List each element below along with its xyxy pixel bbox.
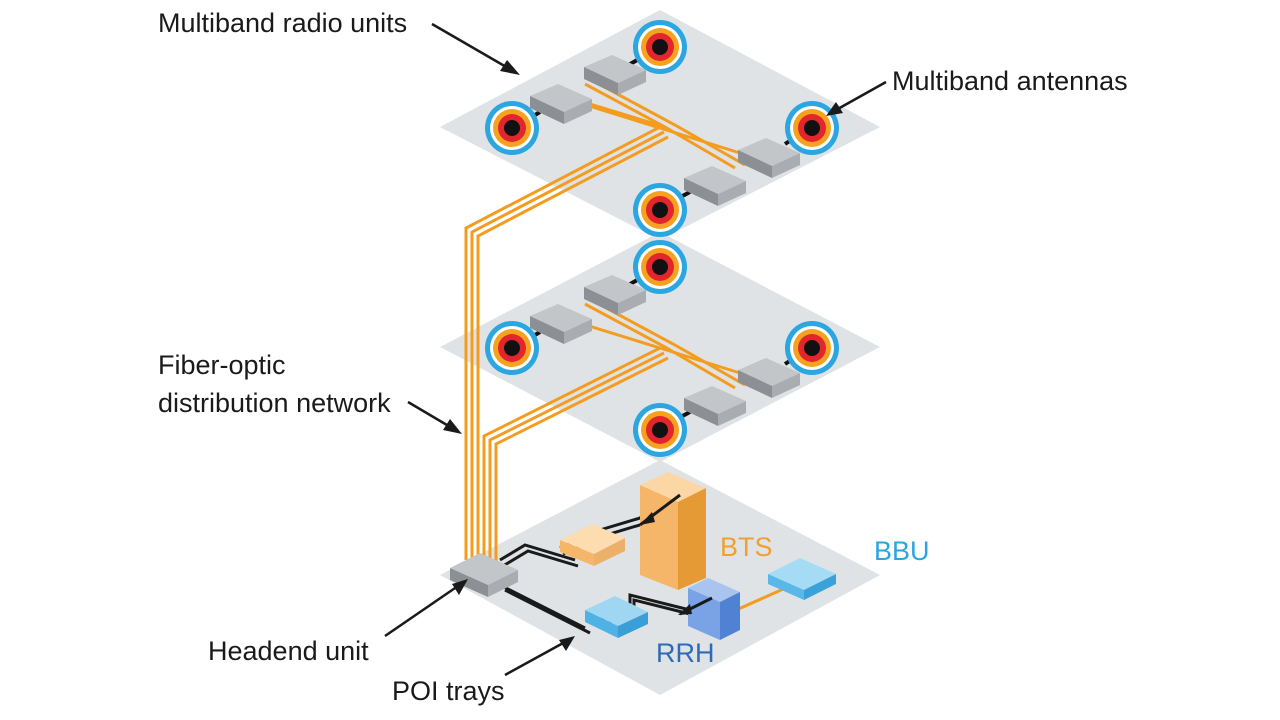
antenna-icon xyxy=(485,101,539,155)
radio-unit-icon xyxy=(530,84,592,124)
floor-top-equipment xyxy=(485,20,839,237)
headend-unit-icon xyxy=(450,553,518,597)
radio-unit-icon xyxy=(684,386,746,426)
antenna-icon xyxy=(633,403,687,457)
fiber-riser xyxy=(464,125,669,562)
label-poi-trays: POI trays xyxy=(392,676,505,706)
bts-cabinet xyxy=(640,472,706,590)
antenna-icon xyxy=(633,183,687,237)
poi-tray xyxy=(585,596,648,638)
radio-unit-icon xyxy=(584,55,646,95)
antenna-icon xyxy=(785,321,839,375)
label-bbu: BBU xyxy=(874,536,930,566)
radio-unit-icon xyxy=(684,166,746,206)
antenna-icon xyxy=(633,20,687,74)
label-multiband-antennas: Multiband antennas xyxy=(892,66,1128,96)
label-multiband-radio-units: Multiband radio units xyxy=(158,8,407,38)
rrh-unit xyxy=(688,578,740,640)
label-fiber-optic-line1: Fiber-optic xyxy=(158,350,286,380)
floor-middle-equipment xyxy=(485,240,839,457)
bbu-unit xyxy=(768,558,836,600)
label-bts: BTS xyxy=(720,532,773,562)
bts-tray xyxy=(560,524,625,566)
radio-unit-icon xyxy=(738,138,800,178)
antenna-icon xyxy=(633,240,687,294)
callout-arrows xyxy=(384,22,887,677)
antenna-icon xyxy=(785,101,839,155)
radio-unit-icon xyxy=(584,275,646,315)
floor-ground-equipment xyxy=(450,472,836,640)
radio-unit-icon xyxy=(530,304,592,344)
label-fiber-optic-line2: distribution network xyxy=(158,388,391,418)
radio-unit-icon xyxy=(738,358,800,398)
label-headend-unit: Headend unit xyxy=(208,636,369,666)
label-rrh: RRH xyxy=(656,638,715,668)
antenna-icon xyxy=(485,321,539,375)
